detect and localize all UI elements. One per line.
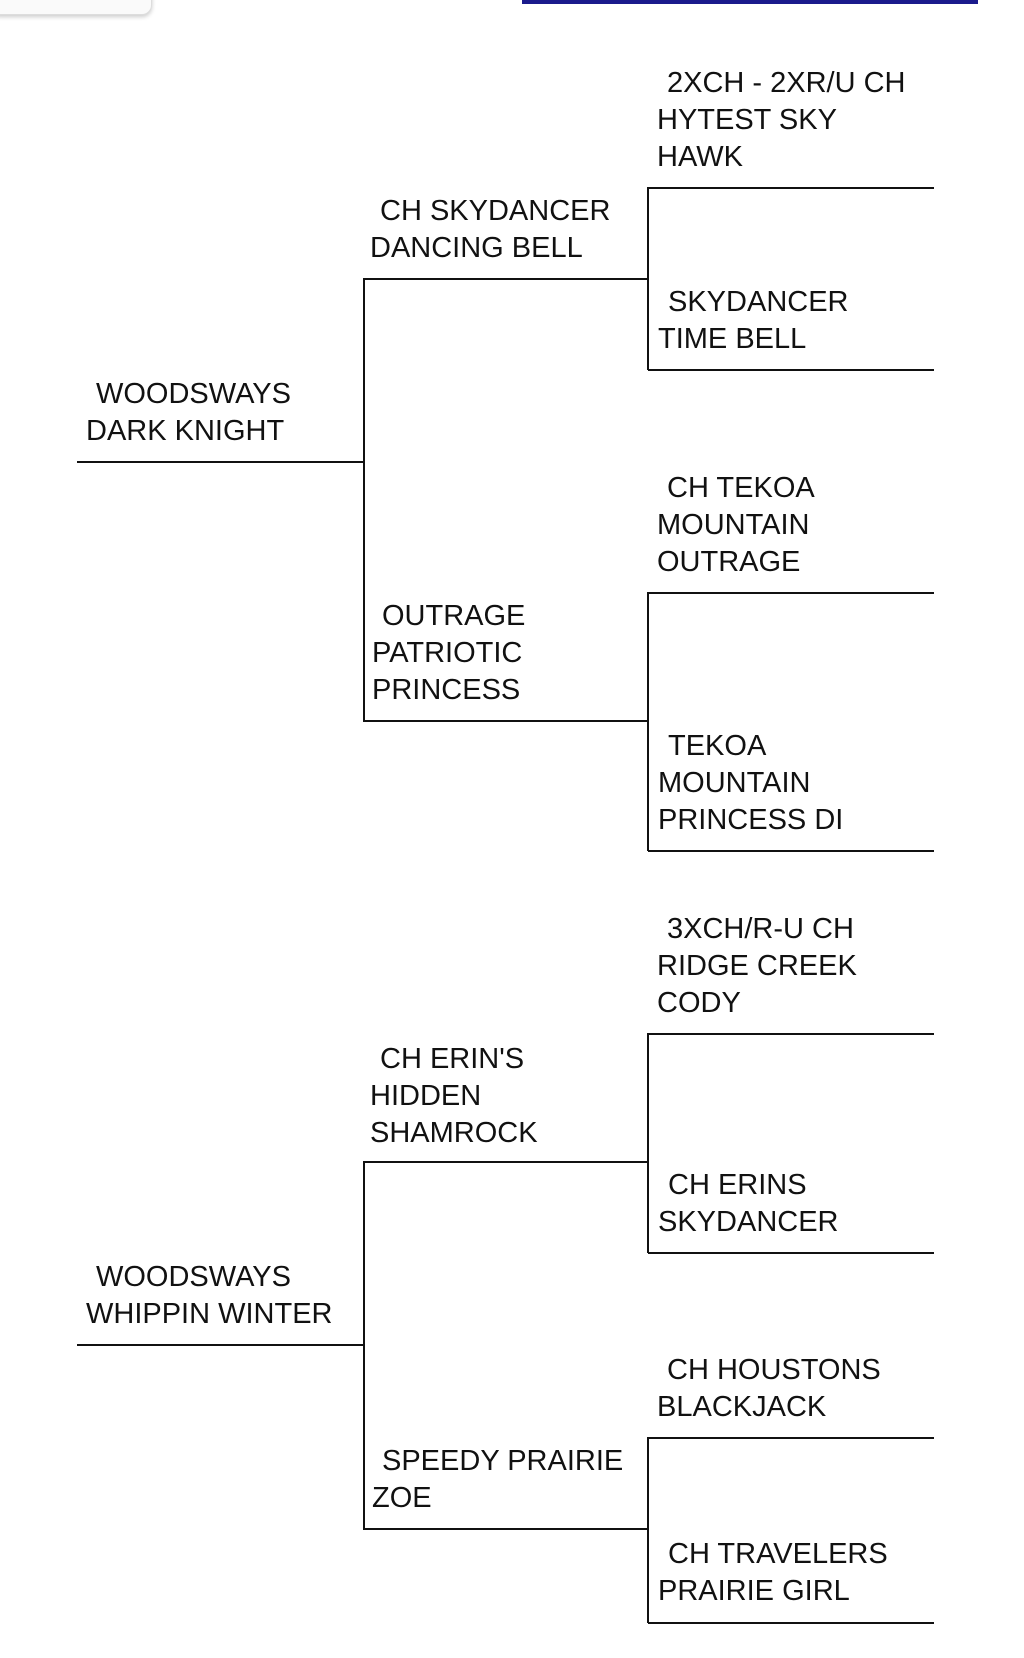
line-ds bbox=[364, 1161, 649, 1163]
dam-sire-sire-name: 3XCH/R-U CH RIDGE CREEK CODY bbox=[657, 913, 857, 1019]
line-sdd bbox=[648, 850, 934, 852]
sire-name: WOODSWAYS DARK KNIGHT bbox=[86, 378, 291, 447]
sire-dam-name: OUTRAGE PATRIOTIC PRINCESS bbox=[372, 600, 526, 706]
line-sire bbox=[77, 461, 365, 463]
dam-sire-dam-name: CH ERINS SKYDANCER bbox=[658, 1169, 839, 1238]
sire-dam-sire-name: CH TEKOA MOUNTAIN OUTRAGE bbox=[657, 472, 814, 578]
line-sss bbox=[648, 187, 934, 189]
line-sd bbox=[364, 720, 649, 722]
dam-dam-sire-name: CH HOUSTONS BLACKJACK bbox=[657, 1354, 881, 1423]
line-dsd bbox=[648, 1252, 934, 1254]
dam-sire-name: CH ERIN'S HIDDEN SHAMROCK bbox=[370, 1043, 538, 1149]
line-dd-branch bbox=[647, 1437, 649, 1623]
line-sds bbox=[648, 592, 934, 594]
line-sd-branch bbox=[647, 592, 649, 851]
line-dds bbox=[648, 1437, 934, 1439]
line-ss bbox=[364, 278, 649, 280]
top-card bbox=[0, 0, 152, 15]
sire-sire-sire-name: 2XCH - 2XR/U CH HYTEST SKY HAWK bbox=[657, 67, 906, 173]
sire-dam-dam-name: TEKOA MOUNTAIN PRINCESS DI bbox=[658, 730, 844, 836]
line-dam bbox=[77, 1344, 365, 1346]
line-ddd bbox=[648, 1622, 934, 1624]
top-link-underline[interactable] bbox=[522, 0, 978, 4]
line-ssd bbox=[648, 369, 934, 371]
line-sire-branch bbox=[363, 278, 365, 722]
sire-sire-name: CH SKYDANCER DANCING BELL bbox=[370, 195, 611, 264]
dam-dam-dam-name: CH TRAVELERS PRAIRIE GIRL bbox=[658, 1538, 888, 1607]
dam-name: WOODSWAYS WHIPPIN WINTER bbox=[86, 1261, 333, 1330]
line-dd bbox=[364, 1528, 649, 1530]
line-dam-branch bbox=[363, 1161, 365, 1530]
line-dss bbox=[648, 1033, 934, 1035]
line-ds-branch bbox=[647, 1033, 649, 1253]
sire-sire-dam-name: SKYDANCER TIME BELL bbox=[658, 286, 849, 355]
dam-dam-name: SPEEDY PRAIRIE ZOE bbox=[372, 1445, 624, 1514]
line-ss-branch bbox=[647, 187, 649, 370]
